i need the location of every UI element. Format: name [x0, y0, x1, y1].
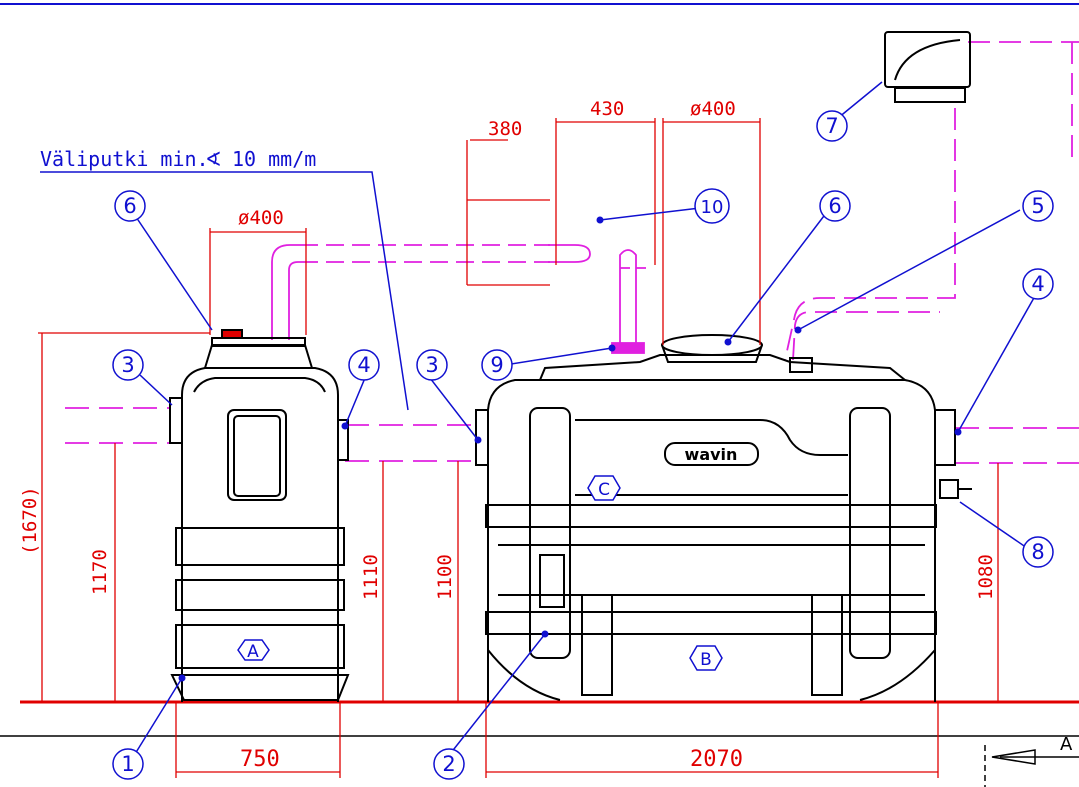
svg-text:4: 4 — [357, 353, 370, 377]
balloon-2: 2 — [433, 748, 465, 780]
large-tank — [475, 334, 972, 702]
svg-text:A: A — [247, 642, 259, 662]
dim-400-left: ø400 — [238, 207, 284, 229]
svg-text:8: 8 — [1031, 540, 1044, 564]
tank-label-c: C — [587, 475, 621, 501]
leader-lines — [129, 81, 1036, 755]
svg-text:3: 3 — [121, 353, 134, 377]
svg-text:9: 9 — [490, 353, 503, 377]
dim-750: 750 — [240, 747, 280, 772]
section-label: A — [1060, 734, 1073, 755]
dim-1100: 1100 — [434, 554, 456, 600]
svg-text:4: 4 — [1031, 272, 1044, 296]
dim-1110: 1110 — [360, 554, 382, 600]
svg-text:5: 5 — [1031, 194, 1044, 218]
dim-380: 380 — [488, 118, 522, 140]
section-marker: A — [984, 734, 1079, 787]
svg-text:6: 6 — [123, 194, 136, 218]
balloon-3-right: 3 — [416, 349, 448, 381]
balloon-10: 10 — [694, 188, 730, 224]
dim-400-right: ø400 — [690, 98, 736, 120]
pipework — [65, 41, 1079, 464]
balloon-9: 9 — [481, 349, 513, 381]
slope-annotation: Väliputki min. ∢ 10 mm/m — [40, 147, 409, 411]
balloon-1: 1 — [112, 748, 144, 780]
svg-text:B: B — [700, 650, 712, 670]
svg-text:C: C — [598, 480, 610, 500]
balloon-4-right: 4 — [1022, 268, 1054, 300]
balloon-7: 7 — [816, 110, 848, 142]
svg-text:10: 10 — [701, 197, 724, 218]
brand-logo: wavin — [685, 445, 738, 464]
annotation-angle-symbol: ∢ — [205, 147, 222, 171]
balloon-8: 8 — [1022, 536, 1054, 568]
balloon-4-left: 4 — [348, 349, 380, 381]
brand-plate: wavin — [664, 442, 759, 466]
dimension-lines — [38, 118, 999, 778]
dim-1670: (1670) — [19, 486, 41, 555]
balloon-5: 5 — [1022, 190, 1054, 222]
annotation-slope: 10 mm/m — [232, 147, 316, 171]
dim-1080: 1080 — [975, 554, 997, 600]
annotation-text: Väliputki min. — [40, 147, 209, 171]
dim-430: 430 — [590, 98, 624, 120]
leader-dots — [178, 216, 962, 682]
balloon-6-right: 6 — [819, 190, 851, 222]
svg-text:3: 3 — [425, 353, 438, 377]
control-box — [884, 31, 971, 103]
dim-2070: 2070 — [690, 747, 743, 772]
small-tank — [169, 329, 350, 702]
balloons: 1 2 3 3 4 4 5 6 — [112, 110, 1054, 780]
balloon-6-left: 6 — [114, 190, 146, 222]
svg-text:7: 7 — [825, 114, 838, 138]
dim-1170: 1170 — [89, 549, 111, 595]
svg-text:2: 2 — [442, 752, 455, 776]
balloon-3-left: 3 — [112, 349, 144, 381]
svg-text:6: 6 — [828, 194, 841, 218]
svg-text:1: 1 — [121, 752, 134, 776]
tank-label-b: B — [689, 645, 723, 671]
tank-label-a: A — [237, 639, 270, 662]
